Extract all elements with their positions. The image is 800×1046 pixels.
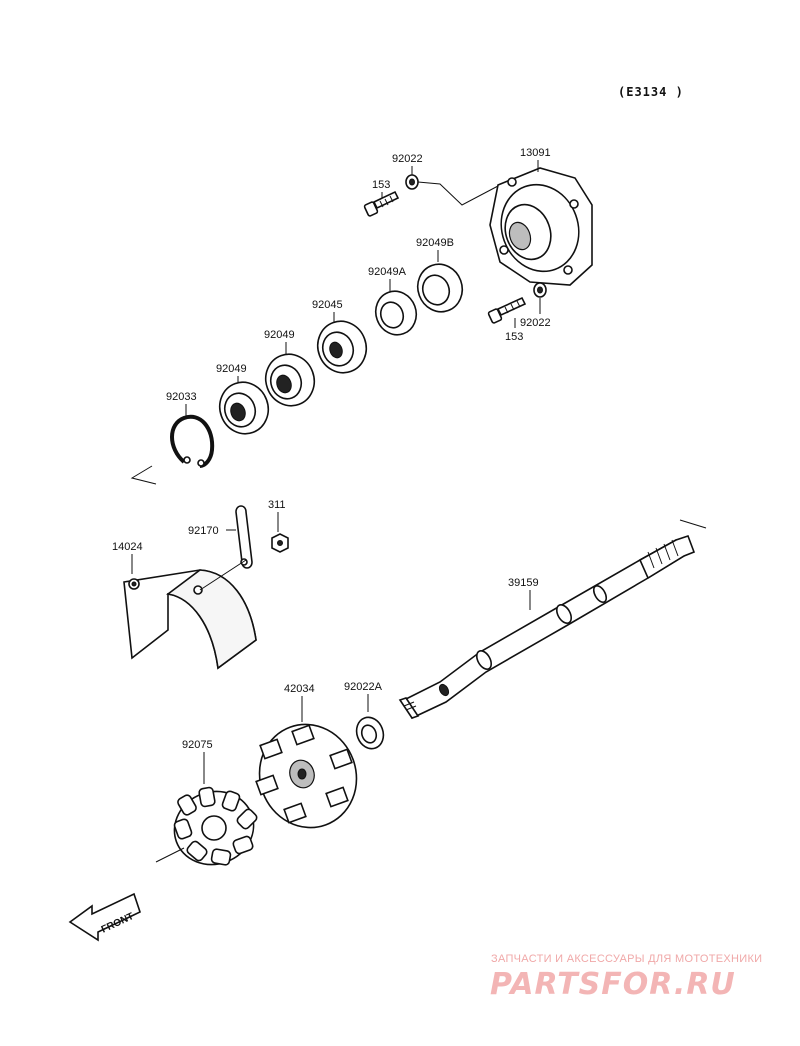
label-92049b: 92049B	[416, 237, 454, 249]
label-39159: 39159	[508, 577, 539, 589]
label-92022-top: 92022	[392, 153, 423, 165]
label-153-right: 153	[505, 331, 523, 343]
circlip-92033	[170, 414, 215, 468]
washer-92022a	[355, 716, 385, 750]
watermark-logo-text: PARTSFOR.RU	[490, 967, 736, 1002]
guard-14024	[123, 558, 257, 670]
nut-311	[271, 533, 289, 553]
label-92033: 92033	[166, 391, 197, 403]
label-92049-a: 92049	[216, 363, 247, 375]
label-42034: 42034	[284, 683, 315, 695]
label-92049a: 92049A	[368, 266, 407, 278]
washer-92022-top	[405, 174, 419, 190]
label-311: 311	[268, 499, 286, 511]
bolt-153-right	[487, 296, 527, 324]
label-13091: 13091	[520, 147, 551, 159]
bearing-92045	[316, 320, 368, 374]
seal-92049a	[374, 290, 418, 336]
label-153-top: 153	[372, 179, 390, 191]
watermark-tagline: ЗАПЧАСТИ И АКСЕССУАРЫ ДЛЯ МОТОТЕХНИКИ	[491, 953, 762, 965]
front-arrow-icon: FRONT	[68, 892, 141, 942]
label-92022a: 92022A	[344, 681, 383, 693]
watermark-logo: ЗАПЧАСТИ И АКСЕССУАРЫ ДЛЯ МОТОТЕХНИКИ PA…	[490, 953, 762, 1002]
label-92170: 92170	[188, 525, 219, 537]
diagram-code: (E3134 )	[618, 85, 684, 99]
damper-92075	[173, 786, 258, 866]
washer-92022-right	[533, 282, 547, 298]
bearing-92049b	[416, 263, 464, 313]
shaft-39159	[398, 534, 696, 720]
strap-92170	[235, 505, 253, 569]
bolt-153-top	[363, 190, 400, 217]
coupling-42034	[255, 723, 358, 829]
bearing-92049-a	[218, 381, 270, 435]
label-14024: 14024	[112, 541, 143, 553]
label-92075: 92075	[182, 739, 213, 751]
bearing-housing-13091	[489, 167, 593, 286]
label-92049-b: 92049	[264, 329, 295, 341]
label-92045: 92045	[312, 299, 343, 311]
bearing-92049-b	[264, 353, 316, 407]
label-92022-right: 92022	[520, 317, 551, 329]
